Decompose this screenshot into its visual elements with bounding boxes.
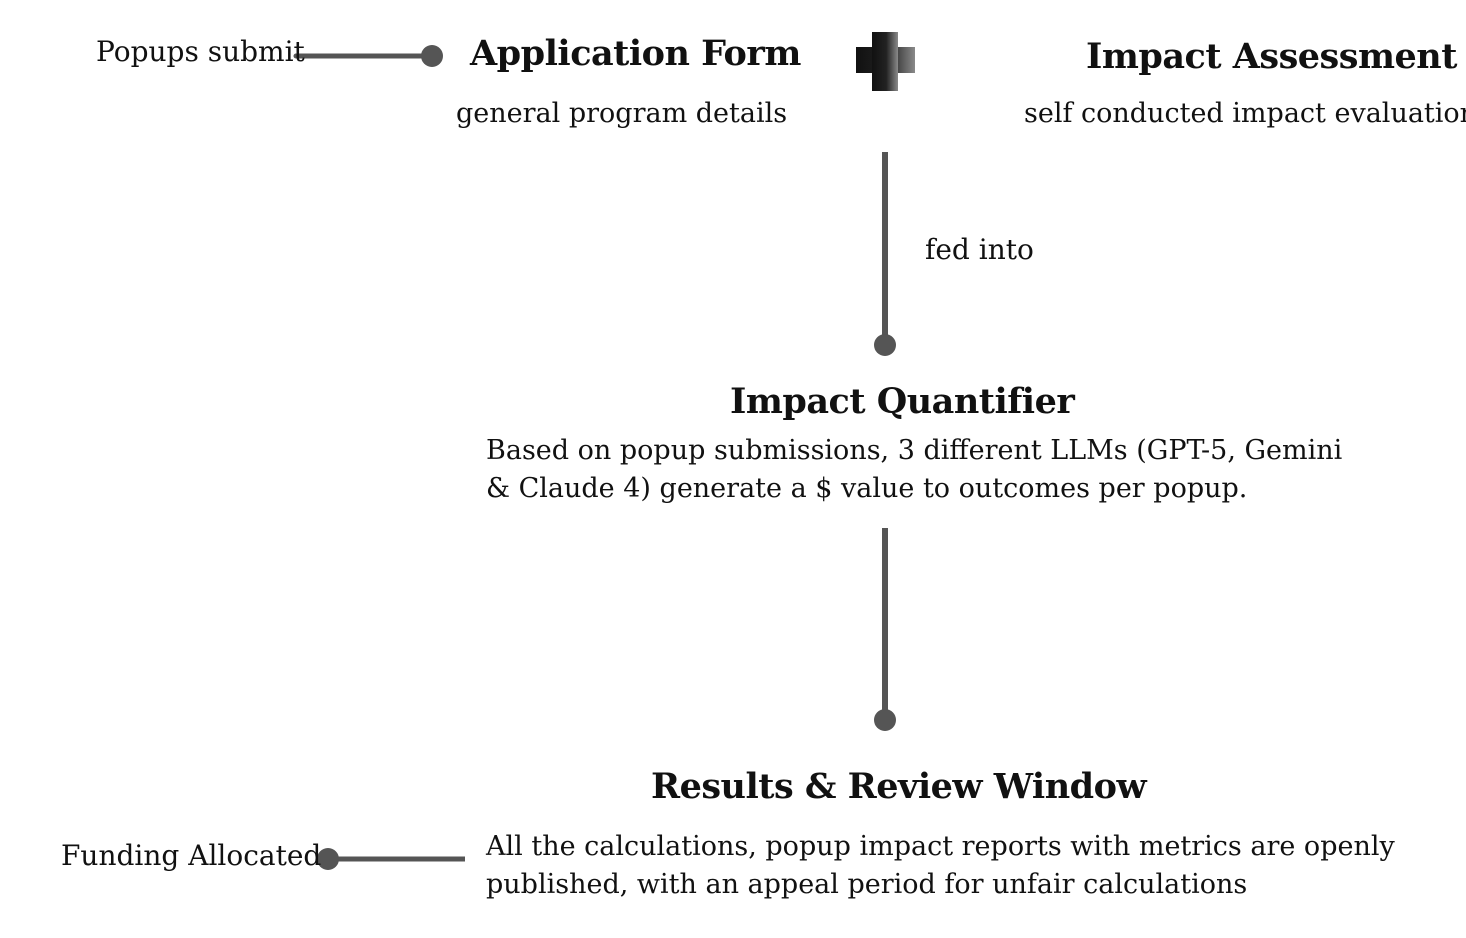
popups-connector <box>293 45 443 67</box>
quantifier-results-connector-dot <box>874 709 896 731</box>
popups-connector-dot <box>421 45 443 67</box>
application-form-title: Application Form <box>470 33 801 74</box>
impact-quantifier-description-line2: & Claude 4) generate a $ value to outcom… <box>486 473 1248 504</box>
funding-allocated-label: Funding Allocated <box>61 839 322 872</box>
funding-connector <box>317 848 465 870</box>
results-review-description-line2: published, with an appeal period for unf… <box>486 869 1248 900</box>
application-form-subtitle: general program details <box>456 98 788 129</box>
impact-assessment-title: Impact Assessment <box>1086 36 1457 77</box>
plus-icon <box>856 32 915 91</box>
fed-into-connector <box>874 152 896 356</box>
fed-into-connector-dot <box>874 334 896 356</box>
results-review-description-line1: All the calculations, popup impact repor… <box>486 831 1395 862</box>
impact-quantifier-description: Based on popup submissions, 3 different … <box>486 432 1343 508</box>
results-review-title: Results & Review Window <box>651 766 1147 807</box>
impact-assessment-subtitle: self conducted impact evaluations <box>1024 98 1466 129</box>
popups-submit-label: Popups submit <box>96 35 305 68</box>
results-review-description: All the calculations, popup impact repor… <box>486 828 1395 904</box>
quantifier-results-connector <box>874 528 896 731</box>
impact-quantifier-title: Impact Quantifier <box>730 381 1075 422</box>
fed-into-label: fed into <box>925 233 1034 266</box>
funding-connector-dot <box>317 848 339 870</box>
impact-quantifier-description-line1: Based on popup submissions, 3 different … <box>486 435 1343 466</box>
